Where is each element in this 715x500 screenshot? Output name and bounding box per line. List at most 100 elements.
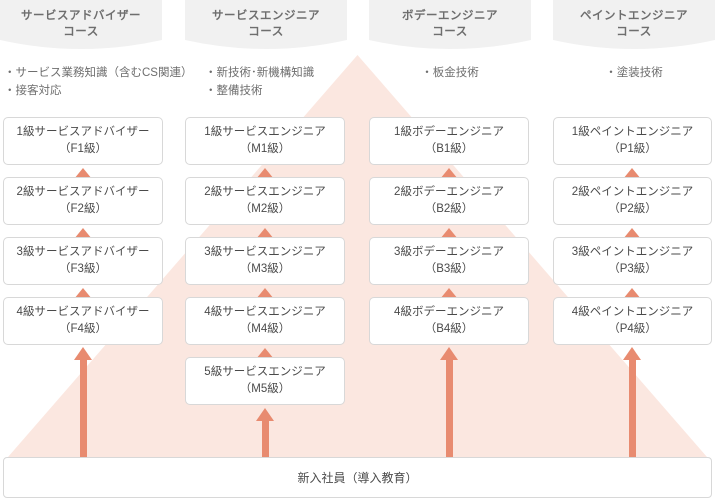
- skills-list-body-engineer: ・板金技術: [369, 64, 531, 82]
- grade-code: （M4級）: [239, 323, 291, 335]
- entry-level-bar[interactable]: 新入社員（導入教育）: [3, 457, 712, 498]
- course-banner-text: サービスエンジニア コース: [185, 0, 347, 40]
- grade-title: 4級ボデーエンジニア: [394, 306, 504, 318]
- skills-list-service-advisor: ・サービス業務知識（含むCS関連） ・接客対応: [4, 64, 193, 100]
- grade-title: 2級ペイントエンジニア: [571, 186, 694, 198]
- grade-code: （P1級）: [608, 143, 657, 155]
- banner-line2: コース: [616, 26, 652, 38]
- grade-code: （F1級）: [59, 143, 107, 155]
- promotion-arrow-icon: [623, 228, 641, 239]
- skill-item: ・塗装技術: [605, 67, 663, 79]
- grade-box-m1[interactable]: 1級サービスエンジニア （M1級）: [185, 117, 345, 165]
- promotion-arrow-icon: [74, 168, 92, 179]
- banner-line1: ボデーエンジニア: [402, 10, 498, 22]
- promotion-arrow-icon: [256, 348, 274, 359]
- skills-list-service-engineer: ・新技術･新機構知識 ・整備技術: [205, 64, 365, 100]
- banner-line2: コース: [63, 26, 99, 38]
- grade-title: 2級サービスアドバイザー: [16, 186, 150, 198]
- course-banner-text: サービスアドバイザー コース: [0, 0, 162, 40]
- promotion-arrow-icon: [623, 288, 641, 299]
- grade-box-m3[interactable]: 3級サービスエンジニア （M3級）: [185, 237, 345, 285]
- banner-line2: コース: [432, 26, 468, 38]
- arrow-shaft: [261, 414, 269, 457]
- skill-item: ・サービス業務知識（含むCS関連）: [4, 67, 193, 79]
- grade-box-m4[interactable]: 4級サービスエンジニア （M4級）: [185, 297, 345, 345]
- grade-title: 4級サービスエンジニア: [204, 306, 326, 318]
- grade-code: （B1級）: [424, 143, 474, 155]
- banner-line1: サービスアドバイザー: [21, 10, 141, 22]
- grade-box-b3[interactable]: 3級ボデーエンジニア （B3級）: [369, 237, 529, 285]
- banner-line1: サービスエンジニア: [212, 10, 320, 22]
- entry-arrow-service-advisor: [74, 347, 92, 457]
- grade-box-p2[interactable]: 2級ペイントエンジニア （P2級）: [553, 177, 712, 225]
- course-banner-service-engineer: サービスエンジニア コース: [185, 0, 347, 55]
- grade-code: （B4級）: [424, 323, 474, 335]
- grade-title: 4級サービスアドバイザー: [16, 306, 150, 318]
- course-banner-text: ボデーエンジニア コース: [369, 0, 531, 40]
- course-banner-service-advisor: サービスアドバイザー コース: [0, 0, 162, 55]
- course-banner-text: ペイントエンジニア コース: [553, 0, 715, 40]
- grade-title: 3級ペイントエンジニア: [571, 246, 694, 258]
- arrow-shaft: [445, 353, 453, 457]
- grade-box-p3[interactable]: 3級ペイントエンジニア （P3級）: [553, 237, 712, 285]
- grade-title: 4級ペイントエンジニア: [571, 306, 694, 318]
- grade-title: 1級サービスエンジニア: [204, 126, 326, 138]
- promotion-arrow-icon: [440, 168, 458, 179]
- skill-item: ・板金技術: [421, 67, 479, 79]
- grade-code: （M2級）: [239, 203, 291, 215]
- promotion-arrow-icon: [440, 228, 458, 239]
- grade-box-m2[interactable]: 2級サービスエンジニア （M2級）: [185, 177, 345, 225]
- grade-code: （F4級）: [59, 323, 107, 335]
- grade-code: （M5級）: [239, 383, 291, 395]
- skill-item: ・新技術･新機構知識: [205, 67, 315, 79]
- grade-box-f4[interactable]: 4級サービスアドバイザー （F4級）: [3, 297, 163, 345]
- grade-box-p4[interactable]: 4級ペイントエンジニア （P4級）: [553, 297, 712, 345]
- course-banner-body-engineer: ボデーエンジニア コース: [369, 0, 531, 55]
- promotion-arrow-icon: [74, 288, 92, 299]
- entry-level-label: 新入社員（導入教育）: [297, 471, 418, 485]
- entry-arrow-service-engineer: [256, 408, 274, 457]
- skill-item: ・接客対応: [4, 85, 62, 97]
- grade-code: （B3級）: [424, 263, 474, 275]
- promotion-arrow-icon: [256, 228, 274, 239]
- grade-code: （P3級）: [608, 263, 657, 275]
- grade-title: 1級ボデーエンジニア: [394, 126, 504, 138]
- grade-code: （M3級）: [239, 263, 291, 275]
- grade-box-b4[interactable]: 4級ボデーエンジニア （B4級）: [369, 297, 529, 345]
- grade-title: 3級サービスエンジニア: [204, 246, 326, 258]
- grade-title: 2級サービスエンジニア: [204, 186, 326, 198]
- grade-box-m5[interactable]: 5級サービスエンジニア （M5級）: [185, 357, 345, 405]
- grade-title: 1級サービスアドバイザー: [16, 126, 150, 138]
- promotion-arrow-icon: [623, 168, 641, 179]
- promotion-arrow-icon: [256, 168, 274, 179]
- grade-code: （F3級）: [59, 263, 107, 275]
- banner-line2: コース: [248, 26, 284, 38]
- grade-code: （B2級）: [424, 203, 474, 215]
- grade-code: （P4級）: [608, 323, 657, 335]
- entry-arrow-body-engineer: [440, 347, 458, 457]
- grade-box-p1[interactable]: 1級ペイントエンジニア （P1級）: [553, 117, 712, 165]
- promotion-arrow-icon: [256, 288, 274, 299]
- skill-item: ・整備技術: [205, 85, 263, 97]
- banner-line1: ペイントエンジニア: [580, 10, 688, 22]
- grade-box-f1[interactable]: 1級サービスアドバイザー （F1級）: [3, 117, 163, 165]
- entry-arrow-paint-engineer: [623, 347, 641, 457]
- grade-title: 3級ボデーエンジニア: [394, 246, 504, 258]
- skills-list-paint-engineer: ・塗装技術: [553, 64, 715, 82]
- grade-box-b1[interactable]: 1級ボデーエンジニア （B1級）: [369, 117, 529, 165]
- promotion-arrow-icon: [74, 228, 92, 239]
- grade-box-b2[interactable]: 2級ボデーエンジニア （B2級）: [369, 177, 529, 225]
- course-banner-paint-engineer: ペイントエンジニア コース: [553, 0, 715, 55]
- grade-title: 1級ペイントエンジニア: [571, 126, 694, 138]
- grade-title: 5級サービスエンジニア: [204, 366, 326, 378]
- arrow-shaft: [79, 353, 87, 457]
- grade-title: 3級サービスアドバイザー: [16, 246, 150, 258]
- grade-code: （M1級）: [239, 143, 291, 155]
- grade-box-f2[interactable]: 2級サービスアドバイザー （F2級）: [3, 177, 163, 225]
- promotion-arrow-icon: [440, 288, 458, 299]
- grade-code: （F2級）: [59, 203, 107, 215]
- grade-title: 2級ボデーエンジニア: [394, 186, 504, 198]
- grade-box-f3[interactable]: 3級サービスアドバイザー （F3級）: [3, 237, 163, 285]
- grade-code: （P2級）: [608, 203, 657, 215]
